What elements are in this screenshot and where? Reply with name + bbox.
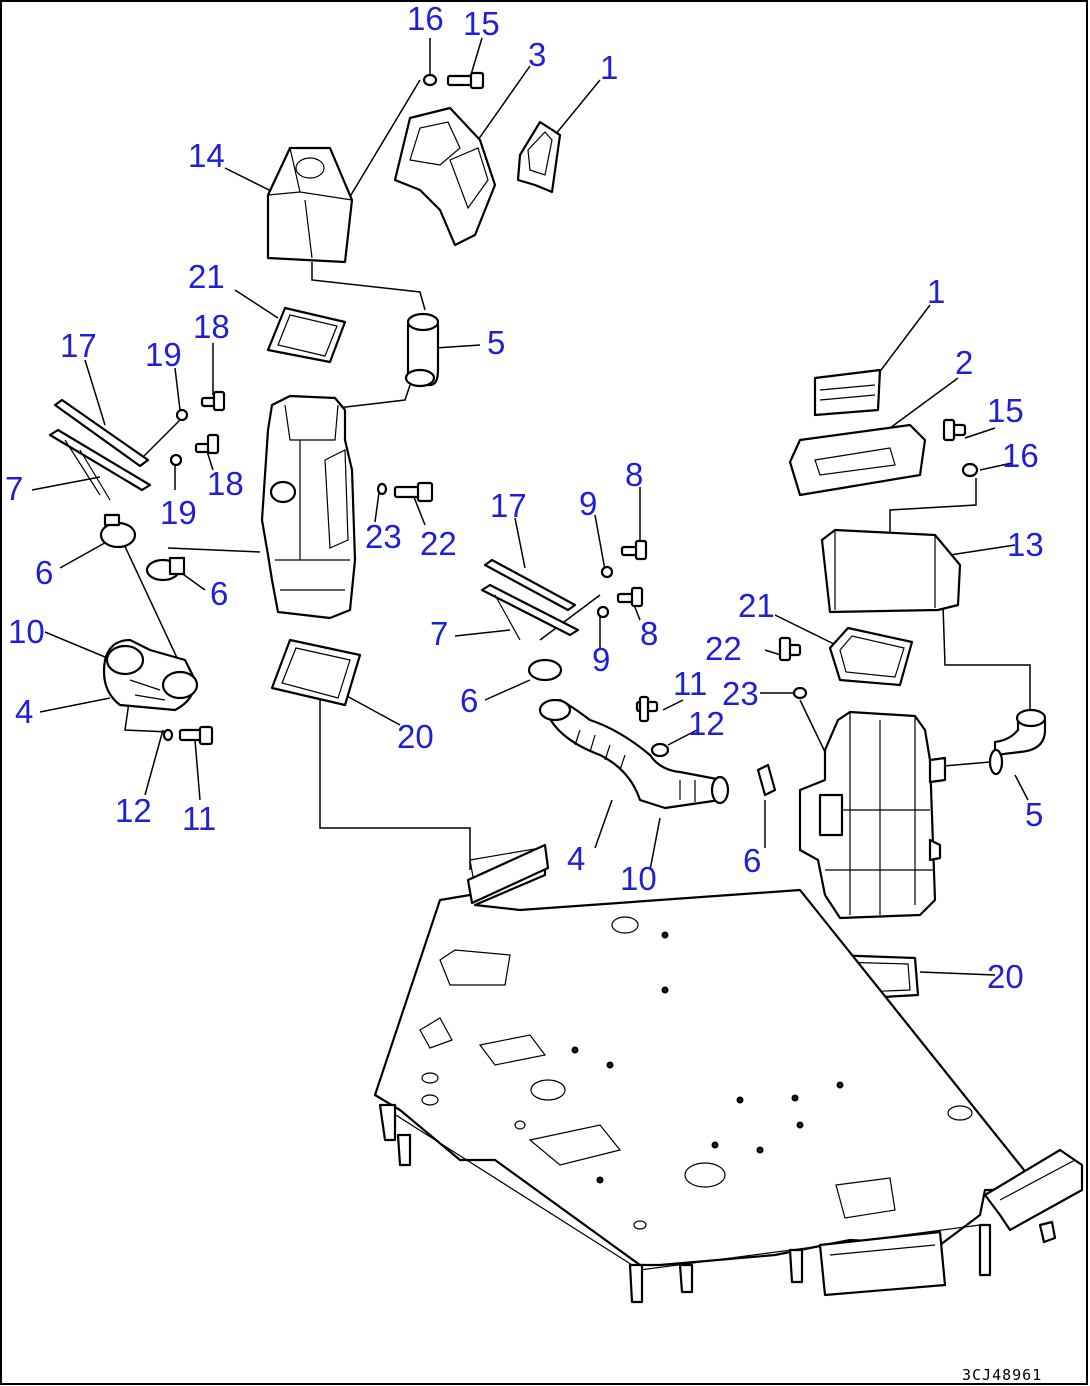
callout-16-right: 16: [1002, 437, 1039, 474]
callout-5-left: 5: [487, 324, 505, 361]
washer-19-a: [175, 408, 189, 422]
callout-7-left: 7: [5, 470, 23, 507]
floor-plate: [373, 843, 1084, 1304]
callout-8-b: 8: [640, 615, 658, 652]
elbow-5-right: [988, 708, 1047, 776]
callout-6-b: 6: [210, 575, 228, 612]
callout-4-mid: 4: [567, 840, 585, 877]
bolt-15-right: [942, 418, 967, 442]
clamp-6-a: [99, 513, 137, 549]
callout-11-left: 11: [182, 800, 216, 837]
callout-6-mid: 6: [460, 682, 478, 719]
washer-12-mid: [650, 742, 670, 758]
callout-5-right: 5: [1025, 796, 1043, 833]
callout-14: 14: [188, 137, 225, 174]
washer-9-a: [600, 565, 614, 579]
plate-17-left: [48, 398, 152, 501]
cover-2: [788, 423, 927, 497]
washer-23-right: [792, 686, 808, 700]
callout-17-left: 17: [60, 327, 97, 364]
callout-12-left: 12: [115, 792, 152, 829]
callout-22-left: 22: [420, 525, 457, 562]
duct-13: [820, 528, 962, 614]
callout-8-a: 8: [625, 456, 643, 493]
gasket-21-left: [266, 306, 347, 364]
duct-14: [266, 146, 354, 264]
duct-unit-left: [260, 394, 357, 620]
washer-16-right: [961, 462, 979, 478]
callout-17-mid: 17: [490, 487, 527, 524]
callout-11-mid: 11: [673, 665, 707, 702]
callout-19-a: 19: [145, 336, 182, 373]
callout-3: 3: [528, 36, 546, 73]
hose-4-left: [102, 638, 199, 712]
elbow-5-left: [404, 312, 440, 388]
callout-22-right: 22: [705, 630, 742, 667]
bolt-8-a: [620, 539, 648, 561]
clamp-6-mid: [527, 658, 563, 682]
callout-6-right: 6: [743, 842, 761, 879]
washer-19-b: [169, 453, 183, 467]
callout-9-a: 9: [579, 485, 597, 522]
washer-16-top: [422, 73, 438, 87]
bolt-18-b: [194, 433, 220, 455]
callout-10-mid: 10: [620, 860, 657, 897]
bolt-18-a: [200, 390, 226, 412]
bolt-11-mid: [635, 695, 659, 723]
callout-15-top: 15: [463, 5, 500, 42]
bolt-22-left: [393, 481, 434, 503]
bolt-8-b: [616, 586, 644, 608]
callout-12-mid: 12: [688, 705, 725, 742]
callout-1-top: 1: [600, 49, 618, 86]
heater-unit-right: [798, 710, 947, 920]
callout-9-b: 9: [592, 641, 610, 678]
bolt-15-top: [446, 71, 485, 90]
callout-13: 13: [1007, 526, 1044, 563]
clamp-6-b: [145, 556, 186, 582]
callout-2: 2: [955, 344, 973, 381]
cover-3: [393, 106, 497, 247]
callout-18-b: 18: [207, 465, 244, 502]
callout-15-right: 15: [987, 392, 1024, 429]
vent-1-right: [813, 368, 882, 417]
bolt-11-left: [178, 725, 214, 746]
plate-17-mid: [480, 558, 580, 641]
callout-7-mid: 7: [430, 615, 448, 652]
washer-12-left: [162, 728, 174, 742]
callout-23-right: 23: [722, 675, 759, 712]
callout-20-left: 20: [397, 718, 434, 755]
gasket-20-left: [270, 638, 362, 707]
callout-numbers: 16 15 3 1 14 21 5 17 19 18 18 7 19 23 22…: [5, 0, 1044, 995]
callout-4-left: 4: [15, 693, 33, 730]
callout-21-right: 21: [738, 587, 775, 624]
callout-23-left: 23: [365, 518, 402, 555]
callout-10-left: 10: [8, 613, 45, 650]
callout-6-a: 6: [35, 554, 53, 591]
hose-4-mid: [538, 698, 730, 810]
callout-19-b: 19: [160, 494, 197, 531]
drawing-code: 3CJ48961: [962, 1366, 1042, 1384]
clamp-6-right: [756, 763, 777, 797]
bolt-22-right: [778, 636, 802, 662]
callout-1-right: 1: [927, 273, 945, 310]
callout-20-right: 20: [987, 958, 1024, 995]
vent-1-top: [516, 120, 562, 194]
washer-23-left: [376, 482, 388, 496]
callout-18-a: 18: [193, 308, 230, 345]
callout-16-top: 16: [407, 0, 444, 37]
gasket-21-right: [828, 626, 914, 687]
washer-9-b: [596, 605, 610, 619]
callout-21-left: 21: [188, 258, 225, 295]
